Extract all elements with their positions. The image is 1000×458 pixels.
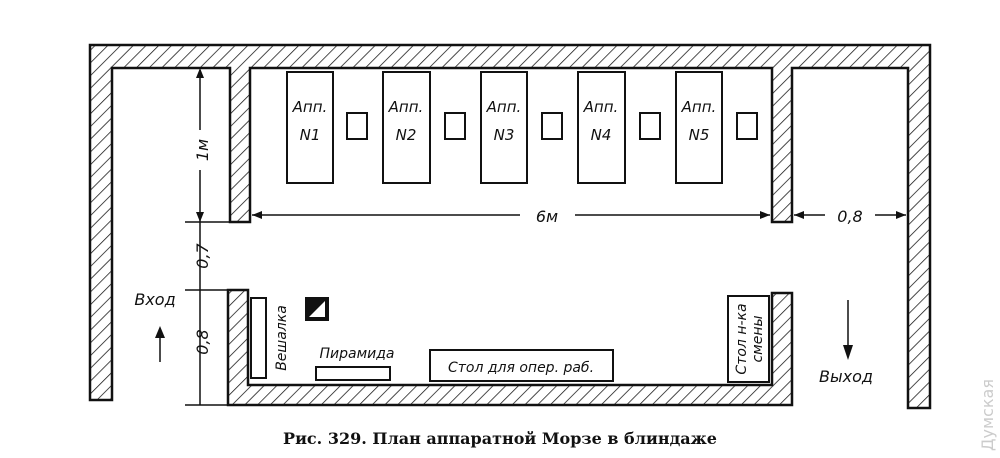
lower-wall [226,288,794,407]
apparatus-label: Апп. [388,98,424,116]
watermark: Думская [978,379,997,451]
apparatus-label: Апп. [292,98,328,116]
apparatus-number: N2 [396,126,417,144]
dim-length: 6м [536,207,558,226]
pyramid [315,366,391,381]
dim-height-bottom: 0,8 [193,329,212,354]
dim-exit-width: 0,8 [837,207,862,226]
shift-table-label-1: Стол н-ка [734,303,750,374]
dimension-lines [159,70,906,406]
seat [346,112,368,140]
apparatus-number: N4 [591,126,612,144]
apparatus-label: Апп. [583,98,619,116]
operator-table [429,349,614,382]
apparatus-label: Апп. [681,98,717,116]
apparatus-label: Апп. [486,98,522,116]
apparatus-number: N5 [689,126,710,144]
dim-corridor: 0,7 [193,242,212,268]
coat-rack-label: Вешалка [274,305,290,371]
apparatus-1 [286,71,334,184]
apparatus-3 [480,71,528,184]
apparatus-4 [577,71,626,184]
dim-height-top: 1м [193,139,212,161]
pyramid-label: Пирамида [319,346,394,362]
stove-icon [305,297,329,321]
apparatus-2 [382,71,431,184]
apparatus-number: N1 [300,126,321,144]
furniture [250,295,770,383]
coat-rack [250,297,267,379]
seat [541,112,563,140]
apparatus-group [286,71,758,184]
shift-table [727,295,770,383]
seat [639,112,661,140]
operator-table-label: Стол для опер. раб. [448,360,594,376]
walls [88,43,932,410]
entrance-label: Вход [134,290,175,309]
exit-label: Выход [819,367,873,386]
apparatus-5 [675,71,723,184]
outer-wall [88,43,932,410]
apparatus-number: N3 [494,126,515,144]
figure-caption: Рис. 329. План аппаратной Морзе в блинда… [283,429,717,448]
seat [444,112,466,140]
shift-table-label-2: смены [750,315,766,362]
seat [736,112,758,140]
